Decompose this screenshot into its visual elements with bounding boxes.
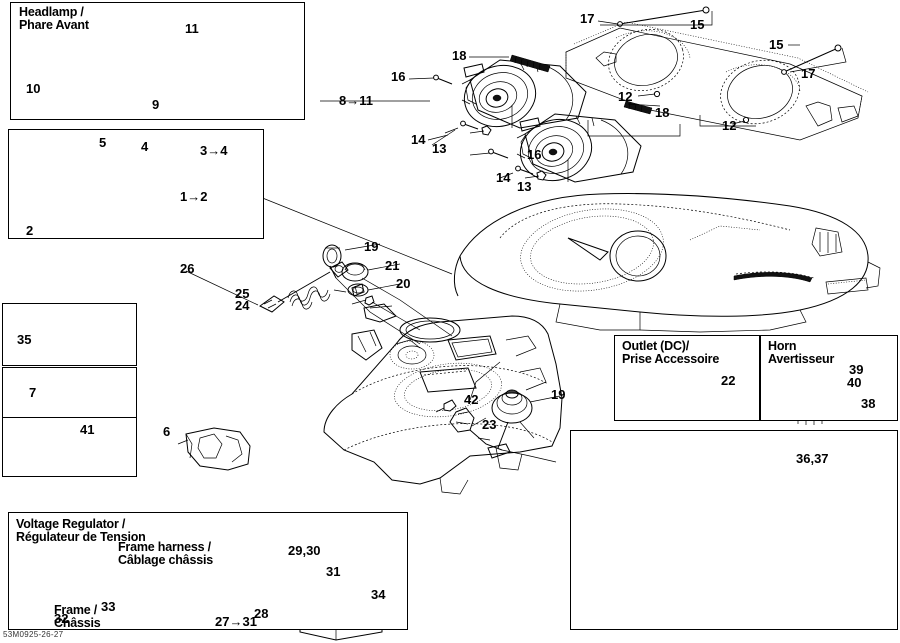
hood-art xyxy=(454,194,880,333)
frame-chassis-label: Frame / Châssis xyxy=(54,603,101,630)
callout-39: 39 xyxy=(849,362,864,377)
engine-panel xyxy=(570,430,898,630)
callout-35: 35 xyxy=(17,332,32,347)
callout-17-a: 17 xyxy=(580,11,595,26)
callout-8-11: 8→11 xyxy=(339,93,373,108)
callout-18-a: 18 xyxy=(452,48,467,63)
callout-25: 25 xyxy=(235,286,250,301)
callout-16-a: 16 xyxy=(391,69,406,84)
voltage-regulator-panel-title: Voltage Regulator / Régulateur de Tensio… xyxy=(16,517,146,544)
callout-34: 34 xyxy=(371,587,386,602)
callout-9: 9 xyxy=(152,97,160,112)
callout-32: 32 xyxy=(54,611,69,626)
callout-18-b: 18 xyxy=(655,105,670,120)
callout-6: 6 xyxy=(163,424,171,439)
callout-31: 31 xyxy=(326,564,341,579)
callout-26: 26 xyxy=(180,261,195,276)
callout-14-a: 14 xyxy=(411,132,426,147)
callout-4: 4 xyxy=(141,139,149,154)
console-art xyxy=(324,304,562,494)
horn-panel-title: Horn Avertisseur xyxy=(768,339,835,366)
callout-33: 33 xyxy=(101,599,116,614)
callout-12-a: 12 xyxy=(618,89,633,104)
callout-42: 42 xyxy=(464,392,479,407)
callout-17-b: 17 xyxy=(801,66,816,81)
strap-panel xyxy=(2,303,137,366)
callout-28: 28 xyxy=(254,606,269,621)
callout-19-a: 19 xyxy=(364,239,379,254)
callout-2: 2 xyxy=(26,223,34,238)
gauge-panel xyxy=(8,129,264,239)
callout-13-b: 13 xyxy=(517,179,532,194)
headlamp-panel xyxy=(10,2,305,120)
main-headlamp-assembly-art xyxy=(320,7,868,189)
callout-29-30: 29,30 xyxy=(288,543,321,558)
tie-panel xyxy=(2,417,137,477)
callout-16-b: 16 xyxy=(527,147,542,162)
callout-10: 10 xyxy=(26,81,41,96)
callout-15-b: 15 xyxy=(769,37,784,52)
callout-36-37: 36,37 xyxy=(796,451,829,466)
frame-harness-label: Frame harness / Câblage châssis xyxy=(118,540,213,567)
drawing-code: 53M0925-26-27 xyxy=(3,630,64,639)
callout-38: 38 xyxy=(861,396,876,411)
callout-11: 11 xyxy=(185,21,199,36)
horn-panel xyxy=(760,335,898,421)
voltage-regulator-panel xyxy=(8,512,408,630)
callout-20: 20 xyxy=(396,276,411,291)
callout-15-a: 15 xyxy=(690,17,705,32)
callout-3-4: 3→4 xyxy=(200,143,228,158)
callout-27-31: 27→31 xyxy=(215,614,257,629)
callout-5: 5 xyxy=(99,135,107,150)
callout-40: 40 xyxy=(847,375,862,390)
console-small-parts-art xyxy=(178,244,560,470)
callout-14-b: 14 xyxy=(496,170,511,185)
callout-24: 24 xyxy=(235,298,250,313)
callout-41: 41 xyxy=(80,422,95,437)
outlet-panel xyxy=(614,335,760,421)
callout-12-b: 12 xyxy=(722,118,737,133)
callout-19-b: 19 xyxy=(551,387,566,402)
callout-7: 7 xyxy=(29,385,37,400)
callout-23: 23 xyxy=(482,417,497,432)
outlet-panel-title: Outlet (DC)/ Prise Accessoire xyxy=(622,339,720,366)
headlamp-panel-title: Headlamp / Phare Avant xyxy=(19,5,89,32)
callout-13-a: 13 xyxy=(432,141,447,156)
callout-22: 22 xyxy=(721,373,736,388)
callout-21: 21 xyxy=(385,258,400,273)
callout-1-2: 1→2 xyxy=(180,189,208,204)
